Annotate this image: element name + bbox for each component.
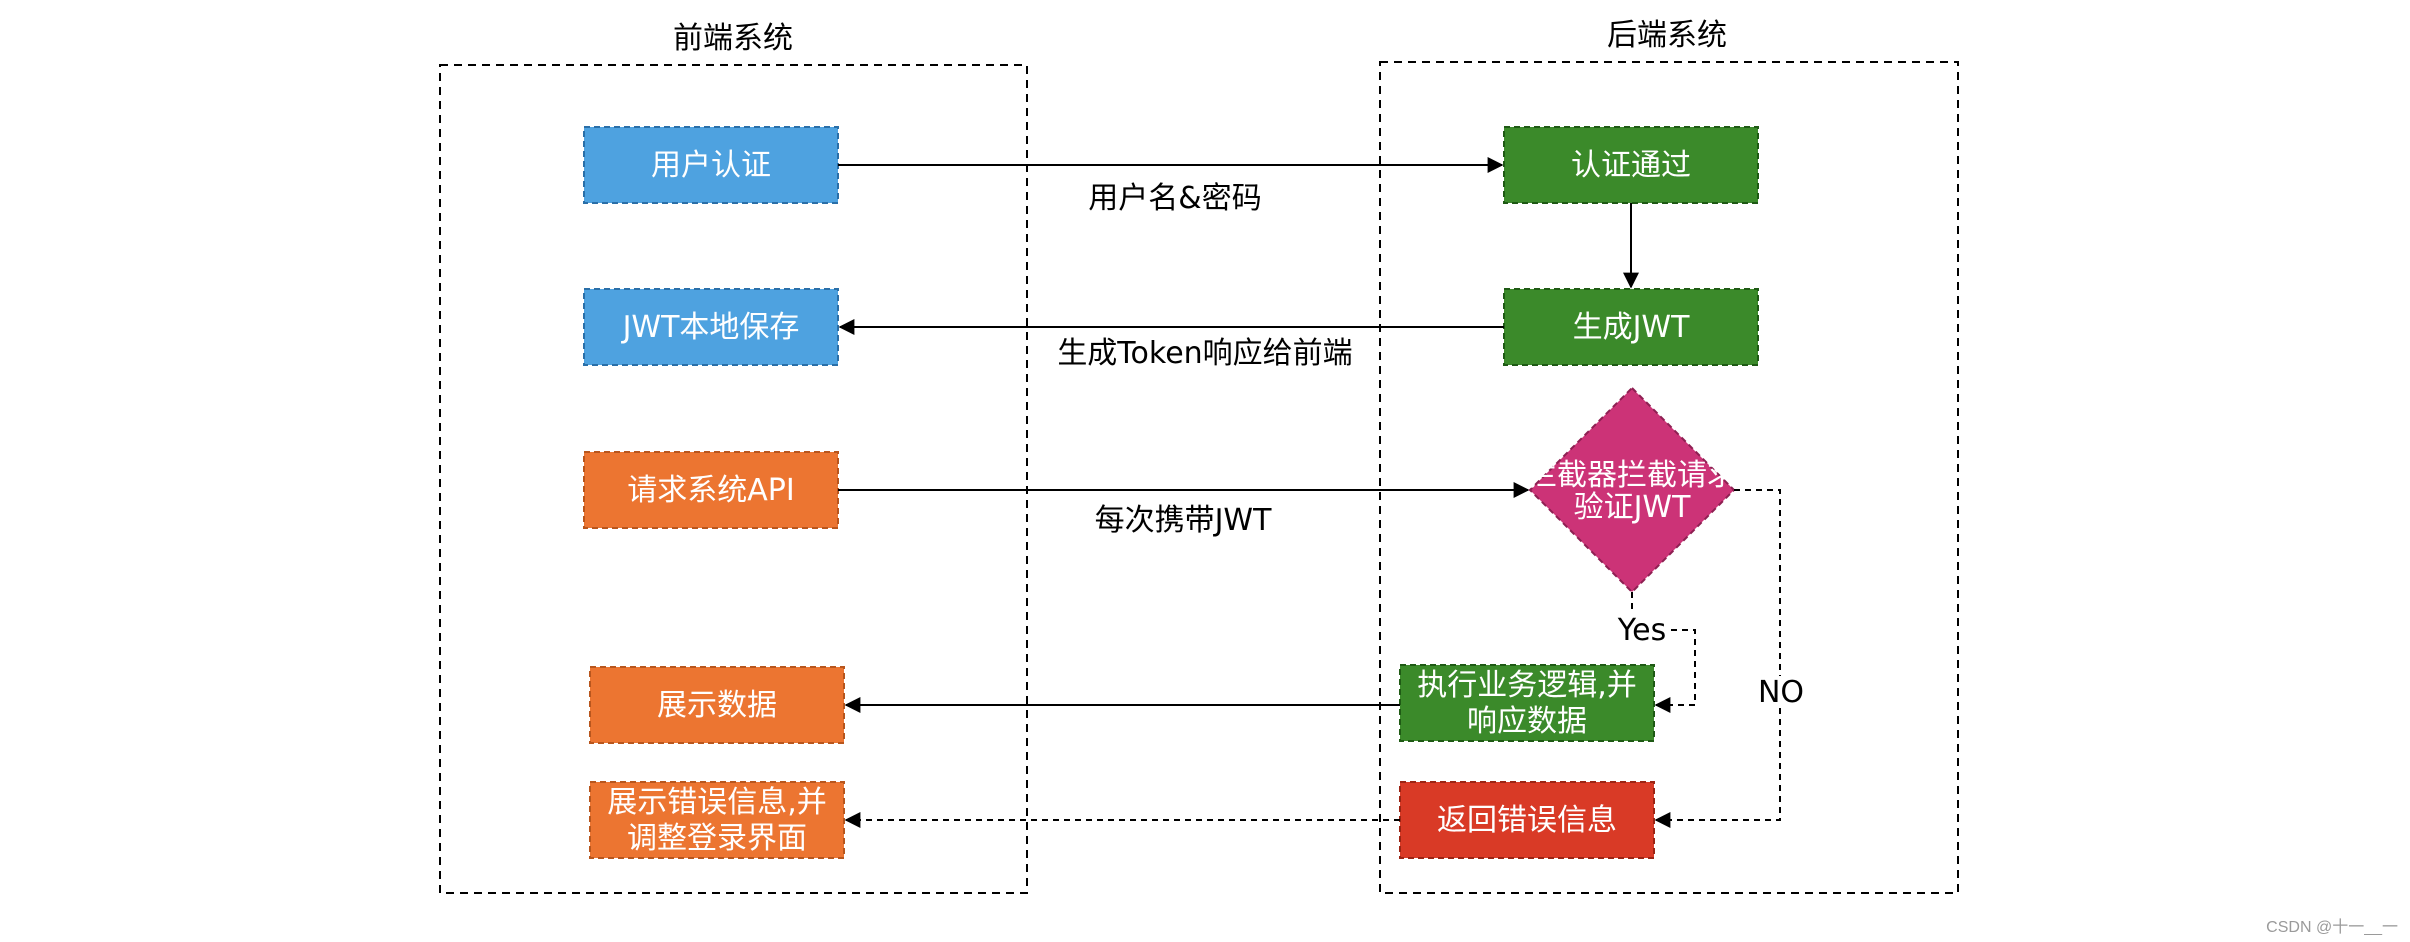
- node-exec-logic: 执行业务逻辑,并 响应数据: [1399, 664, 1655, 742]
- node-interceptor-label-2: 验证JWT: [1574, 490, 1692, 525]
- node-exec-logic-label-1: 执行业务逻辑,并: [1417, 668, 1637, 703]
- node-jwt-save-label: JWT本地保存: [621, 310, 800, 345]
- node-return-error-label: 返回错误信息: [1437, 803, 1617, 838]
- label-token-response: 生成Token响应给前端: [1057, 336, 1352, 371]
- node-user-auth: 用户认证: [583, 126, 839, 204]
- node-return-error: 返回错误信息: [1399, 781, 1655, 859]
- node-show-error-label-2: 调整登录界面: [627, 821, 807, 856]
- node-jwt-save: JWT本地保存: [583, 288, 839, 366]
- node-user-auth-label: 用户认证: [651, 148, 771, 183]
- label-carry-jwt: 每次携带JWT: [1095, 503, 1273, 538]
- label-no-bg: [1758, 676, 1802, 708]
- node-api-request-label: 请求系统API: [627, 473, 794, 508]
- node-show-error: 展示错误信息,并 调整登录界面: [589, 781, 845, 859]
- node-gen-jwt: 生成JWT: [1503, 288, 1759, 366]
- node-gen-jwt-label: 生成JWT: [1573, 310, 1691, 345]
- node-show-data-label: 展示数据: [657, 688, 777, 723]
- label-yes-bg: [1617, 614, 1669, 646]
- label-no: NO: [1758, 675, 1804, 710]
- watermark: CSDN @十一__一: [2266, 918, 2398, 936]
- node-exec-logic-label-2: 响应数据: [1467, 704, 1587, 739]
- backend-container: [1379, 61, 1959, 894]
- node-show-data: 展示数据: [589, 666, 845, 744]
- node-api-request: 请求系统API: [583, 451, 839, 529]
- backend-title: 后端系统: [1607, 18, 1727, 53]
- frontend-container: [439, 64, 1028, 894]
- node-interceptor-diamond: 拦截器拦截请求 验证JWT: [1527, 386, 1737, 594]
- frontend-title: 前端系统: [673, 21, 793, 56]
- node-auth-pass: 认证通过: [1503, 126, 1759, 204]
- node-interceptor-label-1: 拦截器拦截请求: [1527, 458, 1737, 493]
- label-credentials: 用户名&密码: [1088, 181, 1261, 216]
- edge-no: [1654, 489, 1781, 828]
- node-show-error-label-1: 展示错误信息,并: [607, 785, 827, 820]
- node-auth-pass-label: 认证通过: [1571, 148, 1691, 183]
- label-yes: Yes: [1617, 613, 1666, 648]
